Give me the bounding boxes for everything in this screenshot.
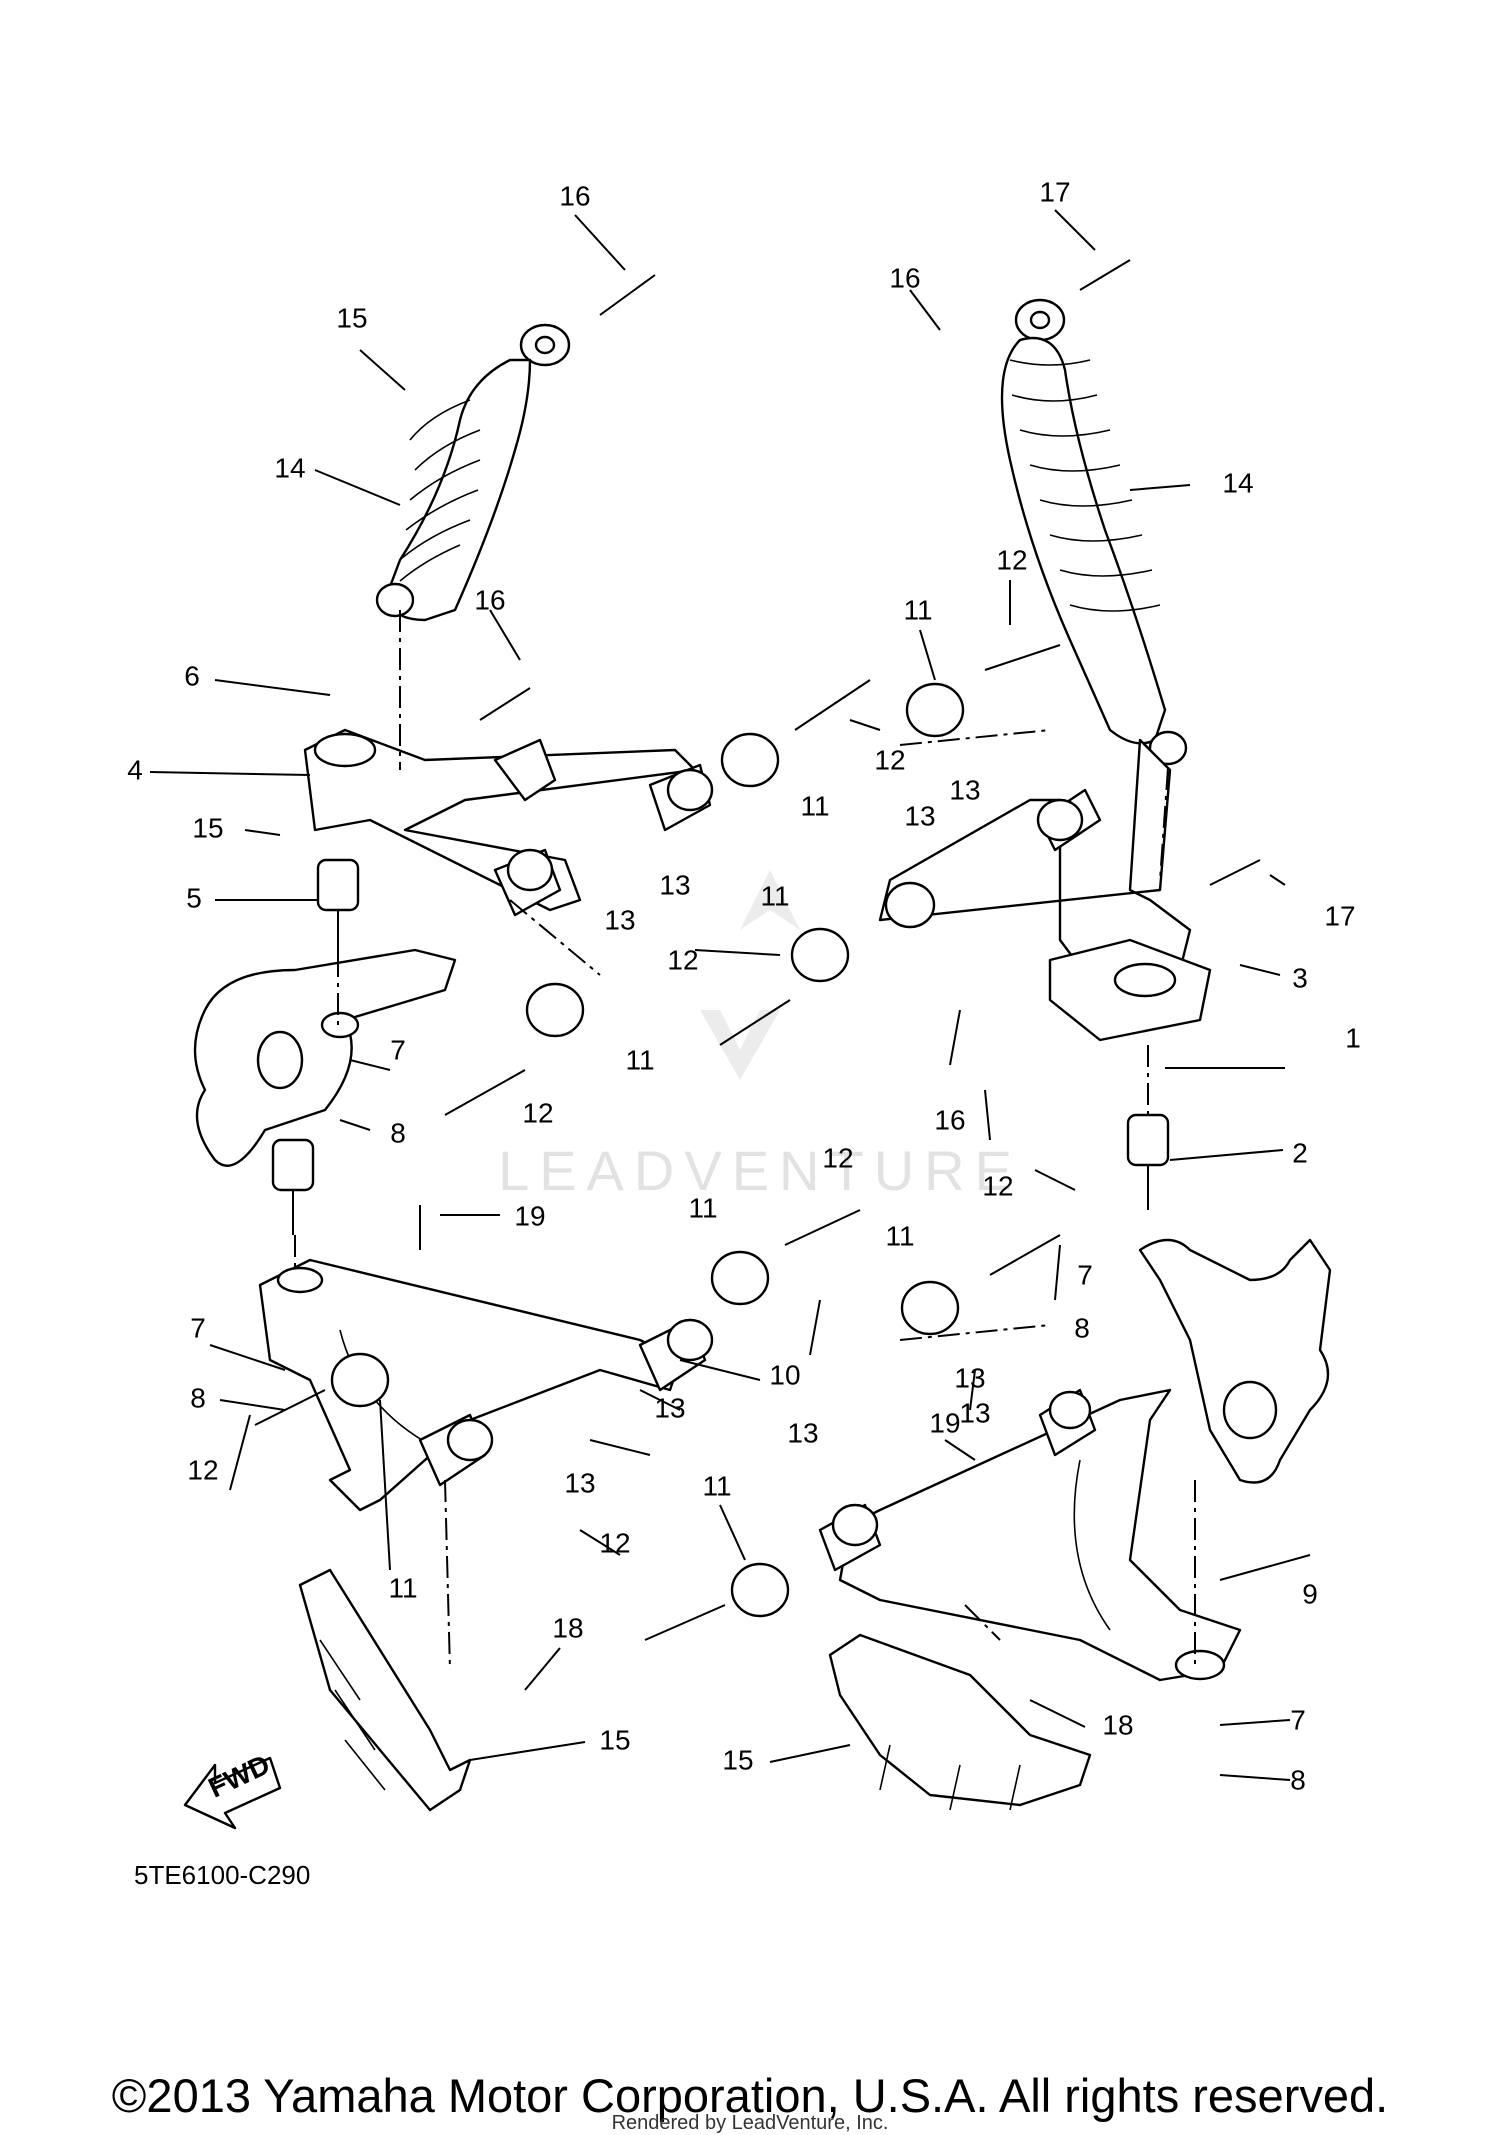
callout-12: 12: [874, 744, 905, 775]
callout-13: 13: [949, 774, 980, 805]
left-shock-absorber: [375, 323, 571, 622]
callout-12: 12: [522, 1097, 553, 1128]
rendered-by-notice: Rendered by LeadVenture, Inc.: [611, 2112, 889, 2134]
callout-16: 16: [559, 180, 590, 211]
callout-14: 14: [1222, 467, 1253, 498]
dash-lines: [294, 610, 1196, 1671]
callout-16: 16: [474, 584, 505, 615]
callout-12: 12: [982, 1170, 1013, 1201]
right-steering-knuckle: [1138, 1238, 1332, 1484]
callouts: 16 15 14 16 6 4 15 5 13 13 11 12 11 12 1…: [127, 176, 1361, 1795]
callout-3: 3: [1292, 962, 1308, 993]
bolts: [254, 259, 1261, 1641]
callout-13: 13: [954, 1362, 985, 1393]
callout-16: 17: [1039, 176, 1070, 207]
callout-7: 7: [390, 1034, 406, 1065]
callout-17: 15: [722, 1744, 753, 1775]
callout-11: 11: [702, 1470, 731, 1501]
callout-11: 11: [800, 790, 829, 821]
callout-8: 8: [190, 1382, 206, 1413]
right-lower-arm: [818, 1388, 1242, 1682]
bushings: [330, 682, 965, 1618]
fwd-arrow: FWD: [183, 1749, 282, 1830]
right-shock-absorber: [1000, 298, 1188, 766]
callout-11: 11: [885, 1220, 914, 1251]
callout-13: 13: [959, 1397, 990, 1428]
callout-13: 13: [654, 1392, 685, 1423]
callout-10: 10: [769, 1359, 800, 1390]
copyright-notice: ©2013 Yamaha Motor Corporation, U.S.A. A…: [111, 2069, 1389, 2122]
callout-8: 8: [1074, 1312, 1090, 1343]
callout-8: 8: [1290, 1764, 1306, 1795]
callout-7: 7: [1077, 1259, 1093, 1290]
left-lower-arm: [258, 1258, 714, 1512]
diagram-code: 5TE6100-C290: [134, 1860, 311, 1890]
callout-18: 18: [552, 1612, 583, 1643]
callout-12: 12: [996, 544, 1027, 575]
callout-17: 15: [599, 1724, 630, 1755]
right-upper-arm: [878, 738, 1212, 1042]
callout-6: 6: [184, 660, 200, 691]
callout-14: 14: [274, 452, 305, 483]
callout-11: 11: [688, 1192, 717, 1223]
callout-15: 16: [934, 1104, 965, 1135]
callout-19: 19: [929, 1407, 960, 1438]
callout-16: 17: [1324, 900, 1355, 931]
callout-12: 12: [187, 1454, 218, 1485]
callout-7: 7: [1290, 1704, 1306, 1735]
callout-12: 12: [667, 944, 698, 975]
leader-lines: [149, 209, 1311, 1781]
callout-13: 13: [904, 800, 935, 831]
callout-15: 15: [192, 812, 223, 843]
callout-11: 11: [388, 1572, 417, 1603]
callout-12: 12: [599, 1527, 630, 1558]
left-steering-knuckle: [193, 948, 457, 1167]
callout-13: 13: [604, 904, 635, 935]
left-upper-arm: [303, 728, 714, 917]
callout-8: 8: [390, 1117, 406, 1148]
callout-7: 7: [190, 1312, 206, 1343]
callout-18: 18: [1102, 1709, 1133, 1740]
ball-joints: [271, 858, 1170, 1235]
callout-13: 13: [659, 869, 690, 900]
callout-11: 11: [760, 880, 789, 911]
callout-2: 2: [1292, 1137, 1308, 1168]
callout-12: 12: [822, 1142, 853, 1173]
extra-leaders: [469, 1439, 1086, 1763]
svg-text:LEADVENTURE: LEADVENTURE: [498, 1139, 1022, 1202]
callout-5: 5: [186, 882, 202, 913]
callout-19: 19: [514, 1200, 545, 1231]
callout-1: 1: [1345, 1022, 1361, 1053]
callout-9: 9: [1302, 1578, 1318, 1609]
callout-15: 16: [889, 262, 920, 293]
callout-13: 13: [564, 1467, 595, 1498]
callout-13: 13: [787, 1417, 818, 1448]
callout-11: 11: [903, 594, 932, 625]
leadventure-watermark: LEADVENTURE: [498, 870, 1022, 1202]
callout-4: 4: [127, 754, 143, 785]
callout-11: 11: [625, 1044, 654, 1075]
callout-15: 15: [336, 302, 367, 333]
